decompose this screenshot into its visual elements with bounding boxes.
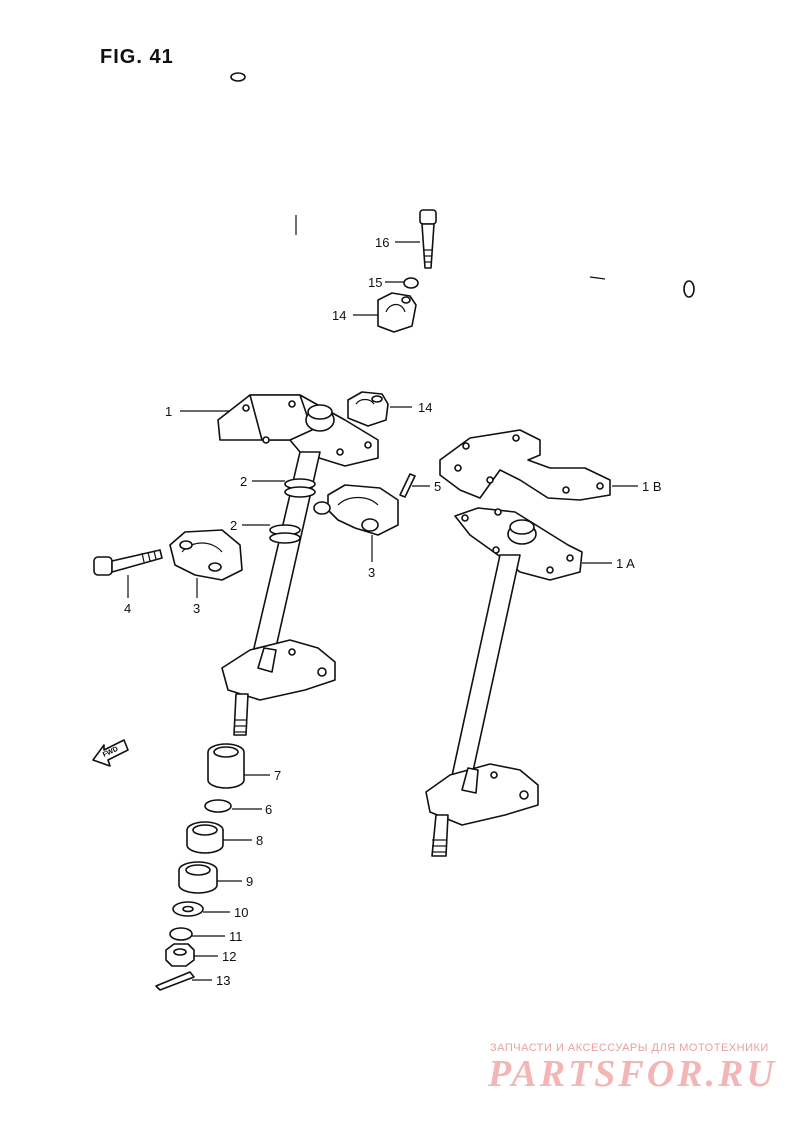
watermark-tagline: ЗАПЧАСТИ И АКСЕССУАРЫ ДЛЯ МОТОТЕХНИКИ — [490, 1042, 769, 1054]
fwd-arrow-icon: FWD — [92, 739, 129, 767]
cotter-pin-5 — [399, 473, 416, 498]
label-1b: 1 B — [642, 479, 662, 494]
label-7: 7 — [274, 768, 281, 783]
washer-11 — [169, 927, 193, 941]
seal-8 — [186, 821, 224, 854]
label-1: 1 — [165, 404, 172, 419]
label-11: 11 — [229, 929, 243, 944]
label-15: 15 — [368, 275, 382, 290]
label-9: 9 — [246, 874, 253, 889]
label-2-lower: 2 — [230, 518, 237, 533]
o-ring-6 — [204, 799, 232, 813]
steering-bracket-1b — [439, 429, 611, 501]
label-14-upper: 14 — [332, 308, 346, 323]
handlebar-holder-14-upper — [377, 292, 417, 333]
leader-lines — [127, 241, 638, 981]
part-labels: 16 15 14 14 1 2 2 5 1 B 1 A 3 3 4 7 6 8 … — [124, 235, 662, 988]
label-1a: 1 A — [616, 556, 635, 571]
label-16: 16 — [375, 235, 389, 250]
label-2-upper: 2 — [240, 474, 247, 489]
label-6: 6 — [265, 802, 272, 817]
label-5: 5 — [434, 479, 441, 494]
label-8: 8 — [256, 833, 263, 848]
cotter-pin-13 — [155, 971, 195, 991]
nut-12 — [165, 943, 195, 967]
handlebar — [229, 72, 695, 376]
label-14-lower: 14 — [418, 400, 432, 415]
steering-shaft-1a — [425, 507, 583, 857]
watermark-brand: PARTSFOR.RU — [488, 1053, 777, 1095]
bearing-9 — [178, 861, 218, 894]
handlebar-holder-14-lower — [347, 391, 389, 427]
label-3-left: 3 — [193, 601, 200, 616]
shaft-holder-3-left — [169, 529, 243, 581]
label-4: 4 — [124, 601, 131, 616]
label-13: 13 — [216, 973, 230, 988]
bolt-4 — [93, 549, 163, 576]
figure-title: FIG. 41 — [100, 46, 174, 68]
label-3-right: 3 — [368, 565, 375, 580]
shaft-holder-3-right — [313, 484, 399, 536]
washer-15 — [403, 277, 419, 289]
steering-shaft-1 — [217, 394, 379, 736]
label-12: 12 — [222, 949, 236, 964]
label-10: 10 — [234, 905, 248, 920]
bushing-7 — [207, 743, 245, 789]
washer-10 — [172, 901, 204, 917]
bolt-16 — [419, 209, 437, 269]
